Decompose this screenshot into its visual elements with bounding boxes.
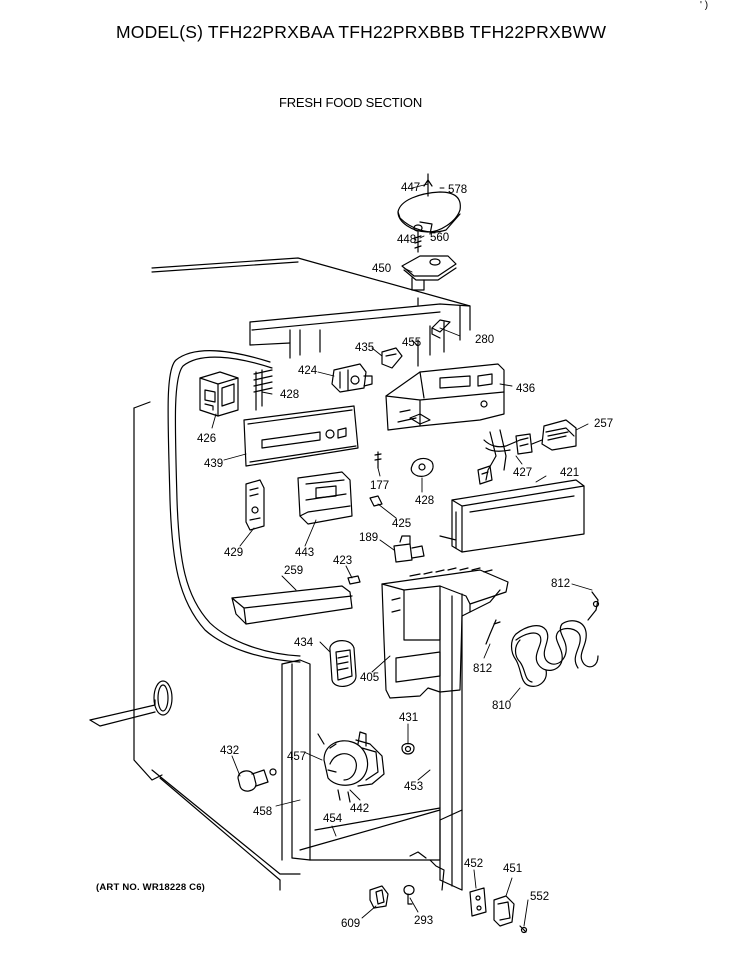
part-label: 405 xyxy=(360,672,379,684)
part-label: 280 xyxy=(475,334,494,346)
plate-439 xyxy=(243,405,359,467)
part-label: 429 xyxy=(224,547,243,559)
part-label: 189 xyxy=(359,532,378,544)
part-label: 442 xyxy=(350,803,369,815)
part-label: 452 xyxy=(464,858,483,870)
part-label: 560 xyxy=(430,232,449,244)
part-label: 428 xyxy=(415,495,434,507)
cover-421 xyxy=(439,479,585,553)
part-label: 427 xyxy=(513,467,532,479)
pin-423 xyxy=(347,575,361,585)
fitting-189 xyxy=(393,535,425,563)
part-label: 455 xyxy=(402,337,421,349)
part-label: 552 xyxy=(530,891,549,903)
part-label: 424 xyxy=(298,365,318,377)
part-label: 426 xyxy=(197,433,216,445)
part-label: 439 xyxy=(204,458,223,470)
part-label: 436 xyxy=(516,383,535,395)
part-label: 810 xyxy=(492,700,511,712)
cabinet-outline xyxy=(89,257,471,891)
part-label: 458 xyxy=(253,806,272,818)
timer-257 xyxy=(541,419,577,451)
part-label: 177 xyxy=(370,480,389,492)
part-label: 421 xyxy=(560,467,579,479)
part-label: 259 xyxy=(284,565,303,577)
part-label: 609 xyxy=(341,918,360,930)
part-label: 447 xyxy=(401,182,420,194)
part-label: 434 xyxy=(294,637,314,649)
bracket-443 xyxy=(297,471,353,525)
part-label: 448 xyxy=(397,234,416,246)
clip-435 xyxy=(381,347,403,369)
part-label: 435 xyxy=(355,342,374,354)
part-label: 431 xyxy=(399,712,418,724)
part-label: 450 xyxy=(372,263,391,275)
fan-assembly xyxy=(237,731,415,803)
thermostat-knob-assembly xyxy=(397,173,461,306)
part-label: 293 xyxy=(414,915,433,927)
grommet-434 xyxy=(329,640,357,687)
corner-mark: ' ) xyxy=(700,0,709,11)
part-label: 454 xyxy=(323,813,343,825)
leader-lines xyxy=(211,183,593,927)
part-label: 453 xyxy=(404,781,423,793)
model-heading: MODEL(S) TFH22PRXBAA TFH22PRXBBB TFH22PR… xyxy=(116,22,607,42)
small-parts-center xyxy=(369,451,434,507)
terminal-428-upper xyxy=(253,369,273,411)
bracket-429 xyxy=(245,479,265,531)
part-label: 457 xyxy=(287,751,306,763)
housing-436 xyxy=(385,363,505,431)
part-label: 812 xyxy=(473,663,492,675)
heater-assembly xyxy=(485,591,600,687)
part-label: 432 xyxy=(220,745,239,757)
damper-link xyxy=(417,319,451,367)
switch-426 xyxy=(199,371,239,417)
rail-259 xyxy=(231,585,353,625)
part-label: 423 xyxy=(333,555,352,567)
part-label: 428 xyxy=(280,389,299,401)
harness-427 xyxy=(477,429,543,485)
part-label: 257 xyxy=(594,418,613,430)
part-label: 578 xyxy=(448,184,467,196)
part-label: 425 xyxy=(392,518,411,530)
part-label: 443 xyxy=(295,547,314,559)
art-number: (ART NO. WR18228 C6) xyxy=(96,882,206,893)
section-title: FRESH FOOD SECTION xyxy=(279,95,423,110)
part-label: 451 xyxy=(503,863,522,875)
motor-424 xyxy=(331,363,373,393)
part-label: 812 xyxy=(551,578,570,590)
duct-405 xyxy=(381,567,509,699)
